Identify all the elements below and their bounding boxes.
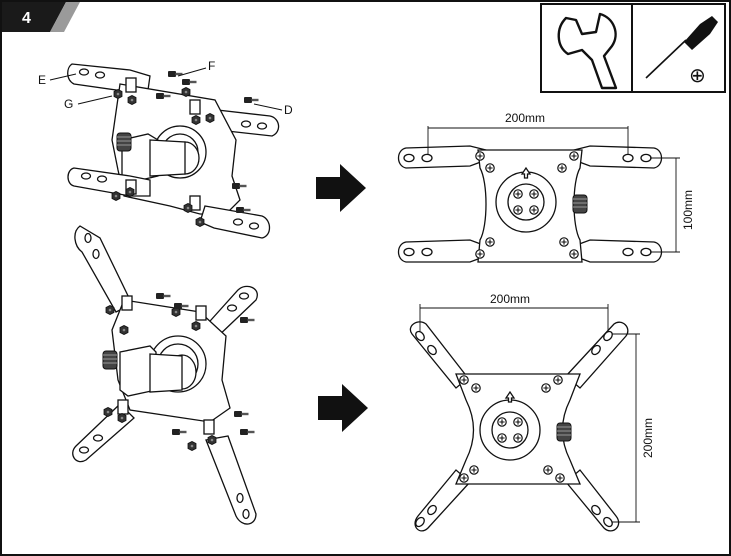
dimension-top-height-label: 100mm	[681, 190, 695, 230]
exploded-assembly-cross	[72, 225, 258, 525]
arrow-right-bottom	[318, 384, 368, 432]
label-e: E	[38, 73, 46, 87]
part-callouts	[49, 67, 283, 111]
phillips-symbol: ⊕	[689, 63, 706, 87]
phillips-screwdriver-icon: ⊕	[645, 16, 718, 87]
arrow-right-top	[316, 164, 366, 212]
step-badge: 4	[2, 2, 80, 32]
dimension-bottom-width	[419, 304, 609, 332]
dimension-top-width	[427, 126, 629, 154]
assembled-bracket-200x200	[409, 321, 629, 532]
label-d: D	[284, 103, 293, 117]
label-f: F	[208, 59, 215, 73]
label-g: G	[64, 97, 73, 111]
assembled-bracket-200x100	[397, 145, 663, 263]
wrench-icon	[557, 12, 618, 90]
dimension-top-width-label: 200mm	[505, 111, 545, 125]
dimension-bottom-width-label: 200mm	[490, 292, 530, 306]
step-number: 4	[22, 10, 31, 27]
tool-box: ⊕	[540, 3, 726, 93]
dimension-bottom-height	[612, 333, 640, 523]
dimension-bottom-height-label: 200mm	[641, 418, 655, 458]
dimension-top-height	[650, 157, 680, 253]
